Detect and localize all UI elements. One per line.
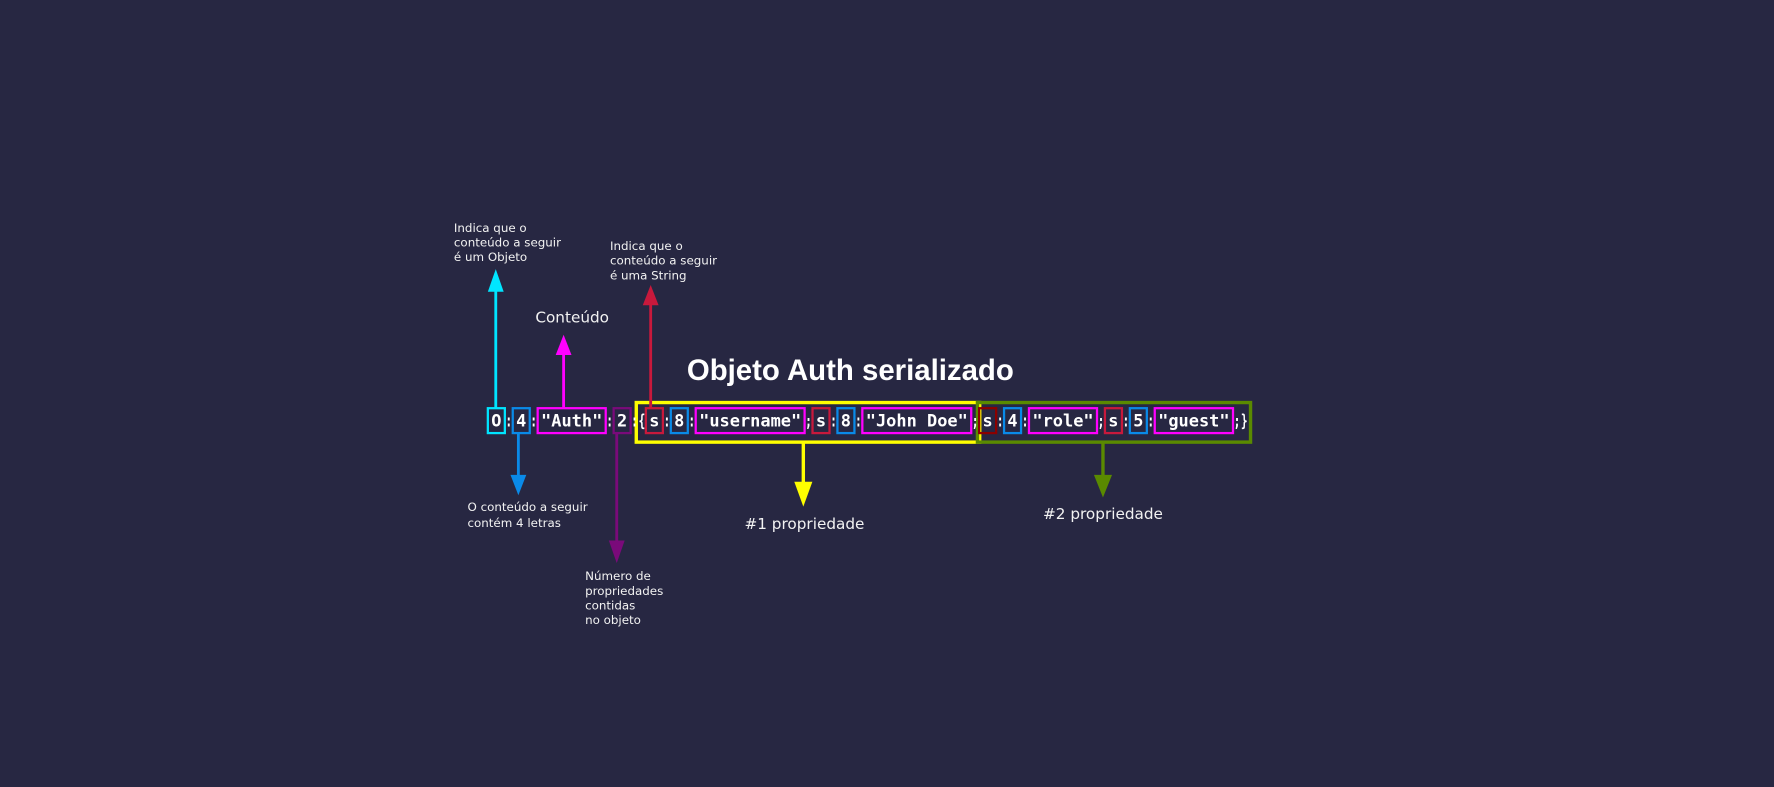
length-box [511,407,531,435]
token-length: 5 [1133,410,1143,430]
token-string: s [816,410,826,430]
length-box [669,407,689,435]
content-box [1027,407,1099,435]
token-content: "username" [699,410,801,430]
diagram-title: Objeto Auth serializado [687,354,1014,387]
token-string: s [649,410,659,430]
string-annotation: Indica que o conteúdo a seguir é uma Str… [610,239,721,282]
content-box [694,407,806,435]
token-length: 8 [674,410,684,430]
token-plain: : [530,410,537,430]
token-plain: { [639,410,646,430]
token-plain: : [1122,410,1129,430]
token-plain: ; [1098,410,1105,430]
property-2-label: #2 propriedade [1043,505,1163,523]
token-content: "guest" [1158,410,1229,430]
content-box [536,407,607,435]
token-count: 2 [617,410,627,430]
string-arrow [642,284,659,409]
token-plain: : [631,410,638,430]
count-arrow [608,433,625,564]
serialized-string: O:4:"Auth":2:{s:8:"username";s:8:"John D… [486,407,1248,435]
token-plain: : [855,410,862,430]
token-plain: : [1147,410,1154,430]
string-dark-box [978,407,998,435]
property-2-arrow [1093,442,1113,498]
count-annotation: Número de propriedades contidas no objet… [585,569,667,627]
token-object: O [491,410,501,430]
token-plain: : [663,410,670,430]
content-box [861,407,973,435]
property-1-label: #1 propriedade [744,515,864,533]
token-length: 4 [1007,410,1017,430]
token-plain: : [688,410,695,430]
token-plain: ; [805,410,812,430]
property-1-arrow [794,442,813,507]
token-string-dark: s [983,410,993,430]
string-box [811,407,831,435]
object-arrow [487,269,504,409]
length-box [1128,407,1148,435]
token-plain: : [830,410,837,430]
token-content: "role" [1032,410,1093,430]
token-string: s [1108,410,1118,430]
token-plain: : [997,410,1004,430]
object-annotation: Indica que o conteúdo a seguir é um Obje… [454,221,565,264]
length-box [1002,407,1023,435]
property-2-box [975,400,1253,444]
length-box [836,407,856,435]
token-plain: ; [1234,410,1241,430]
string-box [1103,407,1124,435]
content-arrow [555,334,572,409]
string-box [644,407,665,435]
token-length: 8 [841,410,851,430]
token-plain: ; [972,410,979,430]
token-plain: } [1241,410,1248,430]
token-plain: : [606,410,613,430]
count-box [612,407,632,435]
token-content: "Auth" [541,410,602,430]
token-plain: : [1022,410,1029,430]
length-annotation: O conteúdo a seguir contém 4 letras [467,500,591,530]
content-box [1153,407,1235,435]
content-annotation: Conteúdo [535,308,609,326]
token-plain: : [505,410,512,430]
token-content: "John Doe" [866,410,968,430]
token-length: 4 [516,410,526,430]
length-arrow [510,433,527,496]
